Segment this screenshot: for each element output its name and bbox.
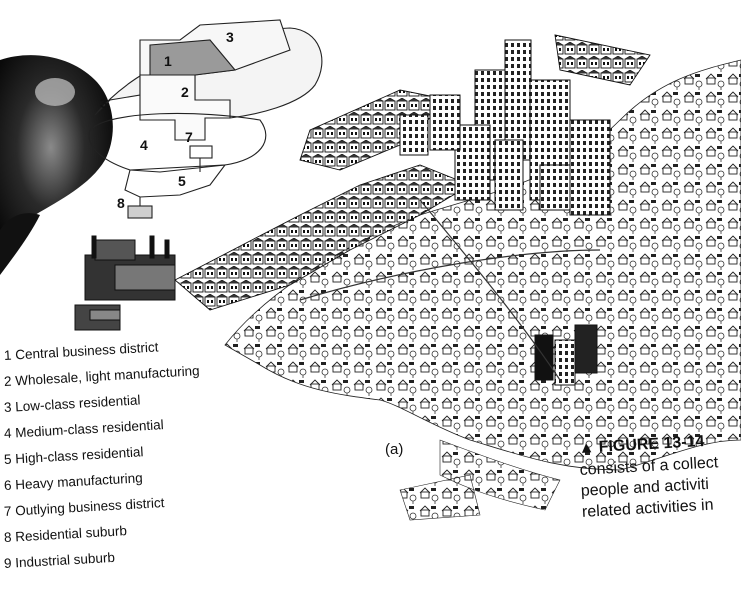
legend-item-industrial-suburb: 9 Industrial suburb (4, 550, 116, 571)
zone-number-4: 4 (140, 137, 148, 153)
panel-label: (a) (385, 441, 403, 458)
zone-schematic-map (89, 20, 322, 218)
zone-number-8: 8 (117, 195, 125, 211)
legend-item-wholesale-light-manufacturing: 2 Wholesale, light manufacturing (4, 363, 200, 389)
legend-item-high-class-residential: 5 High-class residential (4, 444, 144, 467)
zone-number-5: 5 (178, 173, 186, 189)
legend-item-outlying-business-district: 7 Outlying business district (4, 495, 165, 519)
zone-number-2: 2 (181, 84, 189, 100)
zone-number-1: 1 (164, 53, 172, 69)
legend-item-heavy-manufacturing: 6 Heavy manufacturing (4, 470, 143, 493)
zone-number-3b: 3 (100, 95, 108, 111)
legend-item-medium-class-residential: 4 Medium-class residential (4, 417, 164, 441)
factory (75, 236, 175, 330)
zone-legend: 1 Central business district 2 Wholesale,… (4, 348, 254, 592)
zone-number-7: 7 (185, 129, 193, 145)
figure-caption: ▲ FIGURE 13-14 consists of a collect peo… (578, 431, 741, 550)
legend-item-low-class-residential: 3 Low-class residential (4, 392, 141, 415)
legend-item-residential-suburb: 8 Residential suburb (4, 523, 128, 545)
residential-suburb-small (400, 475, 480, 520)
zone-number-3: 3 (226, 29, 234, 45)
